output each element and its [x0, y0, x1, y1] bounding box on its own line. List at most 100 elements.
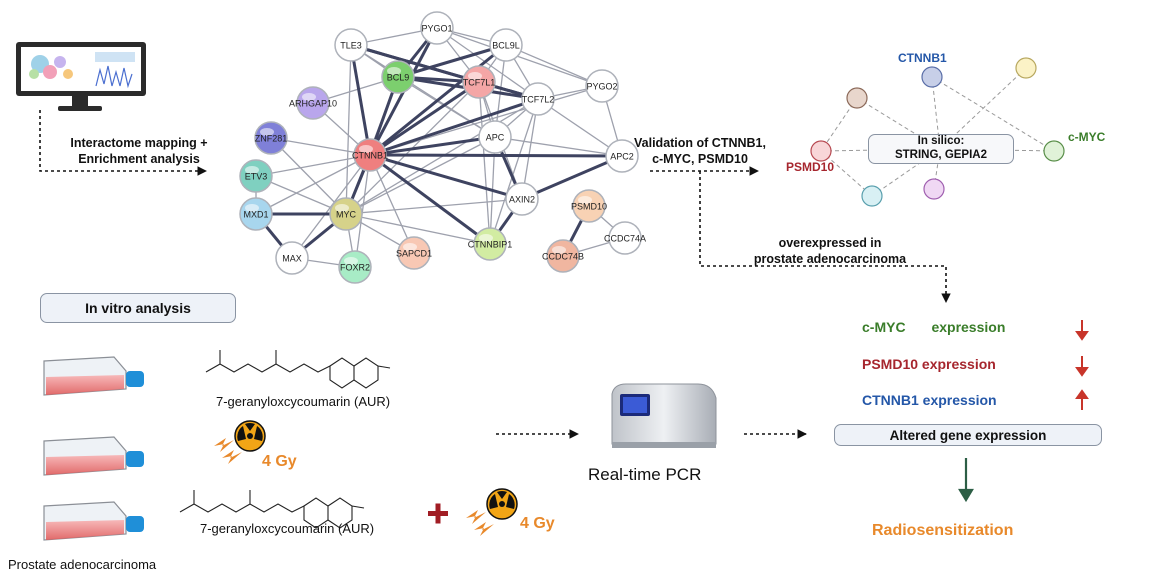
mini-node-c1 — [861, 185, 883, 207]
node-ccdc74b[interactable]: CCDC74B — [542, 239, 584, 273]
arrow-down-icon-cmyc — [1075, 320, 1089, 341]
node-highlight — [527, 89, 541, 97]
node-label: PSMD10 — [571, 202, 607, 212]
node-bcl9[interactable]: BCL9 — [381, 60, 415, 94]
edge-znf281-myc — [270, 137, 347, 215]
insilico-line2: STRING, GEPIA2 — [894, 149, 988, 161]
result-cmyc-name: c-MYC — [862, 319, 906, 335]
node-znf281[interactable]: ZNF281 — [254, 121, 288, 155]
node-tcf7l2[interactable]: TCF7L2 — [521, 82, 555, 116]
process-arrows — [39, 110, 951, 439]
node-highlight — [479, 234, 493, 242]
overexpressed-line2: prostate adenocarcinoma — [753, 251, 907, 266]
insilico-box: In silico: STRING, GEPIA2 — [868, 134, 1014, 164]
computer-monitor-icon — [16, 42, 146, 111]
node-tcf7l1[interactable]: TCF7L1 — [462, 65, 496, 99]
insilico-label-psmd10: PSMD10 — [786, 160, 835, 174]
node-highlight — [511, 189, 525, 197]
node-highlight — [591, 76, 605, 84]
plus-icon — [428, 503, 448, 524]
edge-apc2-tcf7l2 — [537, 98, 623, 157]
node-arhgap10[interactable]: ARHGAP10 — [289, 86, 337, 120]
dose-label-1: 4 Gy — [262, 453, 297, 470]
insilico-line1: In silico: — [917, 135, 965, 148]
edge-pygo1-tcf7l2 — [436, 27, 539, 100]
node-label: APC2 — [610, 152, 634, 162]
node-highlight — [302, 93, 316, 101]
edge-pygo1-pygo2 — [436, 27, 603, 87]
edge-ctnnbip1-tcf7l2 — [489, 98, 539, 245]
node-label: PYGO2 — [586, 82, 617, 92]
node-highlight — [403, 243, 417, 251]
node-label: ETV3 — [245, 172, 268, 182]
edge-bcl9-apc — [397, 76, 496, 138]
node-ccdc74a[interactable]: CCDC74A — [604, 221, 646, 255]
node-highlight — [281, 248, 295, 256]
node-foxr2[interactable]: FOXR2 — [338, 250, 372, 284]
node-pygo1[interactable]: PYGO1 — [420, 11, 454, 45]
node-highlight — [552, 246, 566, 254]
edge-myc-axin2 — [345, 198, 523, 215]
cell-line-label: Prostate adenocarcinoma — [8, 557, 157, 572]
node-myc[interactable]: MYC — [329, 197, 363, 231]
node-ctnnbip1[interactable]: CTNNBIP1 — [468, 227, 513, 261]
node-label: CTNNB1 — [352, 151, 388, 161]
node-label: ZNF281 — [255, 134, 288, 144]
result-ctnnb1: CTNNB1 expression — [862, 392, 997, 408]
node-psmd10[interactable]: PSMD10 — [571, 189, 607, 223]
edge-ctnnbip1-tcf7l1 — [478, 81, 491, 245]
compound-label-1: 7-geranyloxcycoumarin (AUR) — [216, 394, 391, 409]
node-highlight — [614, 228, 628, 236]
node-ctnnb1[interactable]: CTNNB1 — [352, 138, 388, 172]
node-highlight — [387, 67, 401, 75]
mini-node-cmyc — [1043, 140, 1065, 162]
node-highlight — [484, 127, 498, 135]
node-highlight — [260, 128, 274, 136]
flask-icon-2 — [43, 436, 144, 476]
edge-ctnnb1-foxr2 — [354, 154, 371, 268]
edge-apc2-axin2 — [521, 154, 623, 201]
node-label: CCDC74A — [604, 234, 646, 244]
altered-expression-box: Altered gene expression — [834, 424, 1102, 446]
result-cmyc-word: expression — [931, 319, 1006, 335]
node-axin2[interactable]: AXIN2 — [505, 182, 539, 216]
node-apc[interactable]: APC — [478, 120, 512, 154]
node-label: PYGO1 — [421, 24, 452, 34]
mini-node-psmd10 — [810, 140, 832, 162]
node-label: MYC — [336, 210, 357, 220]
chemical-structure-2 — [179, 490, 365, 529]
mini-edge — [820, 97, 858, 152]
node-max[interactable]: MAX — [275, 241, 309, 275]
node-label: MXD1 — [243, 210, 268, 220]
node-highlight — [359, 145, 373, 153]
node-highlight — [245, 166, 259, 174]
edge-tle3-tcf7l2 — [350, 43, 539, 101]
node-mxd1[interactable]: MXD1 — [239, 197, 273, 231]
mini-edge — [931, 76, 941, 150]
node-tle3[interactable]: TLE3 — [334, 28, 368, 62]
node-label: AXIN2 — [509, 195, 535, 205]
node-highlight — [495, 35, 509, 43]
node-etv3[interactable]: ETV3 — [239, 159, 273, 193]
validation-label: Validation of CTNNB1, c-MYC, PSMD10 — [630, 136, 770, 167]
interactome-label: Interactome mapping + Enrichment analysi… — [54, 136, 224, 167]
mini-node-ctnnb1 — [921, 66, 943, 88]
node-label: APC — [486, 133, 505, 143]
node-apc2[interactable]: APC2 — [605, 139, 639, 173]
outcome-label: Radiosensitization — [872, 522, 1014, 539]
node-bcl9l[interactable]: BCL9L — [489, 28, 523, 62]
node-label: SAPCD1 — [396, 249, 432, 259]
mini-edge — [820, 150, 873, 197]
node-label: BCL9 — [387, 73, 410, 83]
edge-ctnnb1-tcf7l1 — [369, 80, 480, 157]
node-label: TLE3 — [340, 41, 362, 51]
node-label: FOXR2 — [340, 263, 370, 273]
node-pygo2[interactable]: PYGO2 — [585, 69, 619, 103]
radiation-icon-1 — [234, 420, 266, 452]
node-label: TCF7L2 — [522, 95, 555, 105]
node-sapcd1[interactable]: SAPCD1 — [396, 236, 432, 270]
edge-bcl9-bcl9l — [397, 43, 507, 79]
radiation-icon-2 — [486, 488, 518, 520]
insilico-label-ctnnb1: CTNNB1 — [898, 51, 947, 65]
